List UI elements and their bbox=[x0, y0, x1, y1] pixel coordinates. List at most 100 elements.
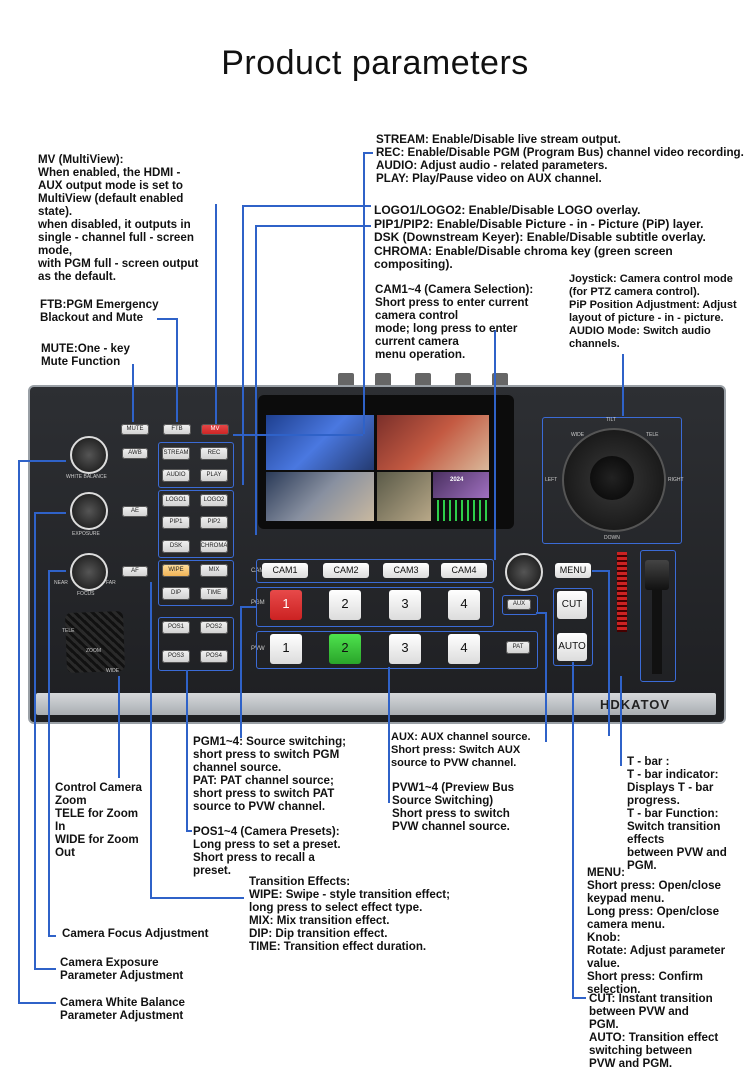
pip1-button[interactable]: PIP1 bbox=[162, 516, 190, 529]
cut-note: CUT: Instant transition between PVW and … bbox=[589, 992, 719, 1070]
pvw1-button[interactable]: 1 bbox=[270, 634, 302, 664]
wb-note: Camera White Balance Parameter Adjustmen… bbox=[60, 996, 186, 1022]
zoom-rocker[interactable] bbox=[64, 611, 126, 673]
focus-note: Camera Focus Adjustment bbox=[62, 927, 209, 940]
transition-note: Transition Effects: WIPE: Swipe - style … bbox=[249, 875, 450, 953]
ftb-note: FTB:PGM Emergency Blackout and Mute bbox=[40, 298, 159, 324]
callout-line bbox=[48, 570, 50, 936]
pos1-button[interactable]: POS1 bbox=[162, 621, 190, 634]
exposure-knob[interactable] bbox=[70, 492, 108, 530]
multiview-tile-4 bbox=[377, 472, 431, 521]
ae-button[interactable]: AE bbox=[122, 506, 148, 517]
callout-line bbox=[242, 205, 371, 207]
pos3-button[interactable]: POS3 bbox=[162, 650, 190, 663]
multiview-tile-5 bbox=[433, 472, 489, 498]
logo1-button[interactable]: LOGO1 bbox=[162, 494, 190, 507]
focus-knob[interactable] bbox=[70, 553, 108, 591]
dsk-button[interactable]: DSK bbox=[162, 540, 190, 553]
callout-line bbox=[620, 676, 622, 766]
callout-line bbox=[18, 460, 66, 462]
pgm-label: PGM bbox=[251, 600, 265, 606]
multiview-tile-3 bbox=[266, 472, 374, 521]
callout-line bbox=[18, 1002, 56, 1004]
callout-line bbox=[240, 606, 256, 608]
awb-button[interactable]: AWB bbox=[122, 448, 148, 459]
auto-button[interactable]: AUTO bbox=[557, 633, 587, 661]
white-balance-knob[interactable] bbox=[70, 436, 108, 474]
callout-line bbox=[150, 897, 244, 899]
audio-button[interactable]: AUDIO bbox=[162, 469, 190, 482]
af-button[interactable]: AF bbox=[122, 566, 148, 577]
cut-button[interactable]: CUT bbox=[557, 591, 587, 619]
chroma-button[interactable]: CHROMA bbox=[200, 540, 228, 553]
pvw-note: PVW1~4 (Preview Bus Source Switching) Sh… bbox=[392, 781, 515, 833]
callout-line bbox=[48, 935, 56, 937]
menu-button[interactable]: MENU bbox=[555, 563, 591, 578]
tbar-frame bbox=[640, 550, 676, 682]
callout-line bbox=[572, 997, 586, 999]
transition-group-frame bbox=[158, 560, 234, 606]
wipe-button[interactable]: WIPE bbox=[162, 564, 190, 577]
callout-line bbox=[34, 512, 36, 968]
pos2-button[interactable]: POS2 bbox=[200, 621, 228, 634]
aux-note: AUX: AUX channel source. Short press: Sw… bbox=[391, 731, 531, 769]
pvw-label: PVW bbox=[251, 646, 265, 652]
pat-button[interactable]: PAT bbox=[506, 641, 530, 654]
overlay-note: LOGO1/LOGO2: Enable/Disable LOGO overlay… bbox=[374, 203, 706, 271]
stream-button[interactable]: STREAM bbox=[162, 447, 190, 460]
callout-line bbox=[233, 434, 363, 436]
callout-line bbox=[255, 225, 371, 227]
cam2-button[interactable]: CAM2 bbox=[323, 563, 369, 578]
cam4-button[interactable]: CAM4 bbox=[441, 563, 487, 578]
callout-line bbox=[48, 570, 66, 572]
multiview-tile-1 bbox=[266, 415, 374, 470]
bnc-connector bbox=[492, 373, 508, 387]
logo2-button[interactable]: LOGO2 bbox=[200, 494, 228, 507]
joy-tele-label: TELE bbox=[646, 432, 659, 438]
callout-line bbox=[150, 582, 152, 898]
exposure-caption: EXPOSURE bbox=[72, 531, 100, 537]
pos4-button[interactable]: POS4 bbox=[200, 650, 228, 663]
callout-line bbox=[608, 570, 610, 736]
menu-knob[interactable] bbox=[505, 553, 543, 591]
pgm1-button[interactable]: 1 bbox=[270, 590, 302, 620]
callout-line bbox=[34, 968, 56, 970]
tbar-handle[interactable] bbox=[645, 560, 669, 590]
mv-button[interactable]: MV bbox=[201, 424, 229, 435]
pvw2-button[interactable]: 2 bbox=[329, 634, 361, 664]
callout-line bbox=[242, 205, 244, 485]
callout-line bbox=[363, 152, 373, 154]
callout-line bbox=[255, 225, 257, 535]
play-button[interactable]: PLAY bbox=[200, 469, 228, 482]
pgm4-button[interactable]: 4 bbox=[448, 590, 480, 620]
callout-line bbox=[157, 318, 177, 320]
time-button[interactable]: TIME bbox=[200, 587, 228, 600]
ftb-button[interactable]: FTB bbox=[163, 424, 191, 435]
tele-label: TELE bbox=[62, 628, 75, 634]
dip-button[interactable]: DIP bbox=[162, 587, 190, 600]
pvw4-button[interactable]: 4 bbox=[448, 634, 480, 664]
mv-note: MV (MultiView): When enabled, the HDMI -… bbox=[38, 153, 199, 283]
focus-caption: FOCUS bbox=[77, 591, 95, 597]
pgm3-button[interactable]: 3 bbox=[389, 590, 421, 620]
mix-button[interactable]: MIX bbox=[200, 564, 228, 577]
joystick-cap[interactable] bbox=[590, 456, 634, 500]
joystick-note: Joystick: Camera control mode (for PTZ c… bbox=[569, 273, 737, 350]
callout-line bbox=[34, 512, 66, 514]
cam3-button[interactable]: CAM3 bbox=[383, 563, 429, 578]
callout-line bbox=[545, 612, 547, 742]
bnc-connector bbox=[338, 373, 354, 387]
pip2-button[interactable]: PIP2 bbox=[200, 516, 228, 529]
aux-button[interactable]: AUX bbox=[507, 599, 531, 610]
pos-note: POS1~4 (Camera Presets): Long press to s… bbox=[193, 825, 341, 877]
callout-line bbox=[240, 606, 242, 738]
callout-line bbox=[388, 667, 390, 803]
mute-button[interactable]: MUTE bbox=[121, 424, 149, 435]
pvw3-button[interactable]: 3 bbox=[389, 634, 421, 664]
rec-button[interactable]: REC bbox=[200, 447, 228, 460]
page-title: Product parameters bbox=[221, 44, 529, 82]
pgm2-button[interactable]: 2 bbox=[329, 590, 361, 620]
bnc-connector bbox=[375, 373, 391, 387]
cam1-button[interactable]: CAM1 bbox=[262, 563, 308, 578]
joy-left-label: LEFT bbox=[545, 477, 558, 483]
